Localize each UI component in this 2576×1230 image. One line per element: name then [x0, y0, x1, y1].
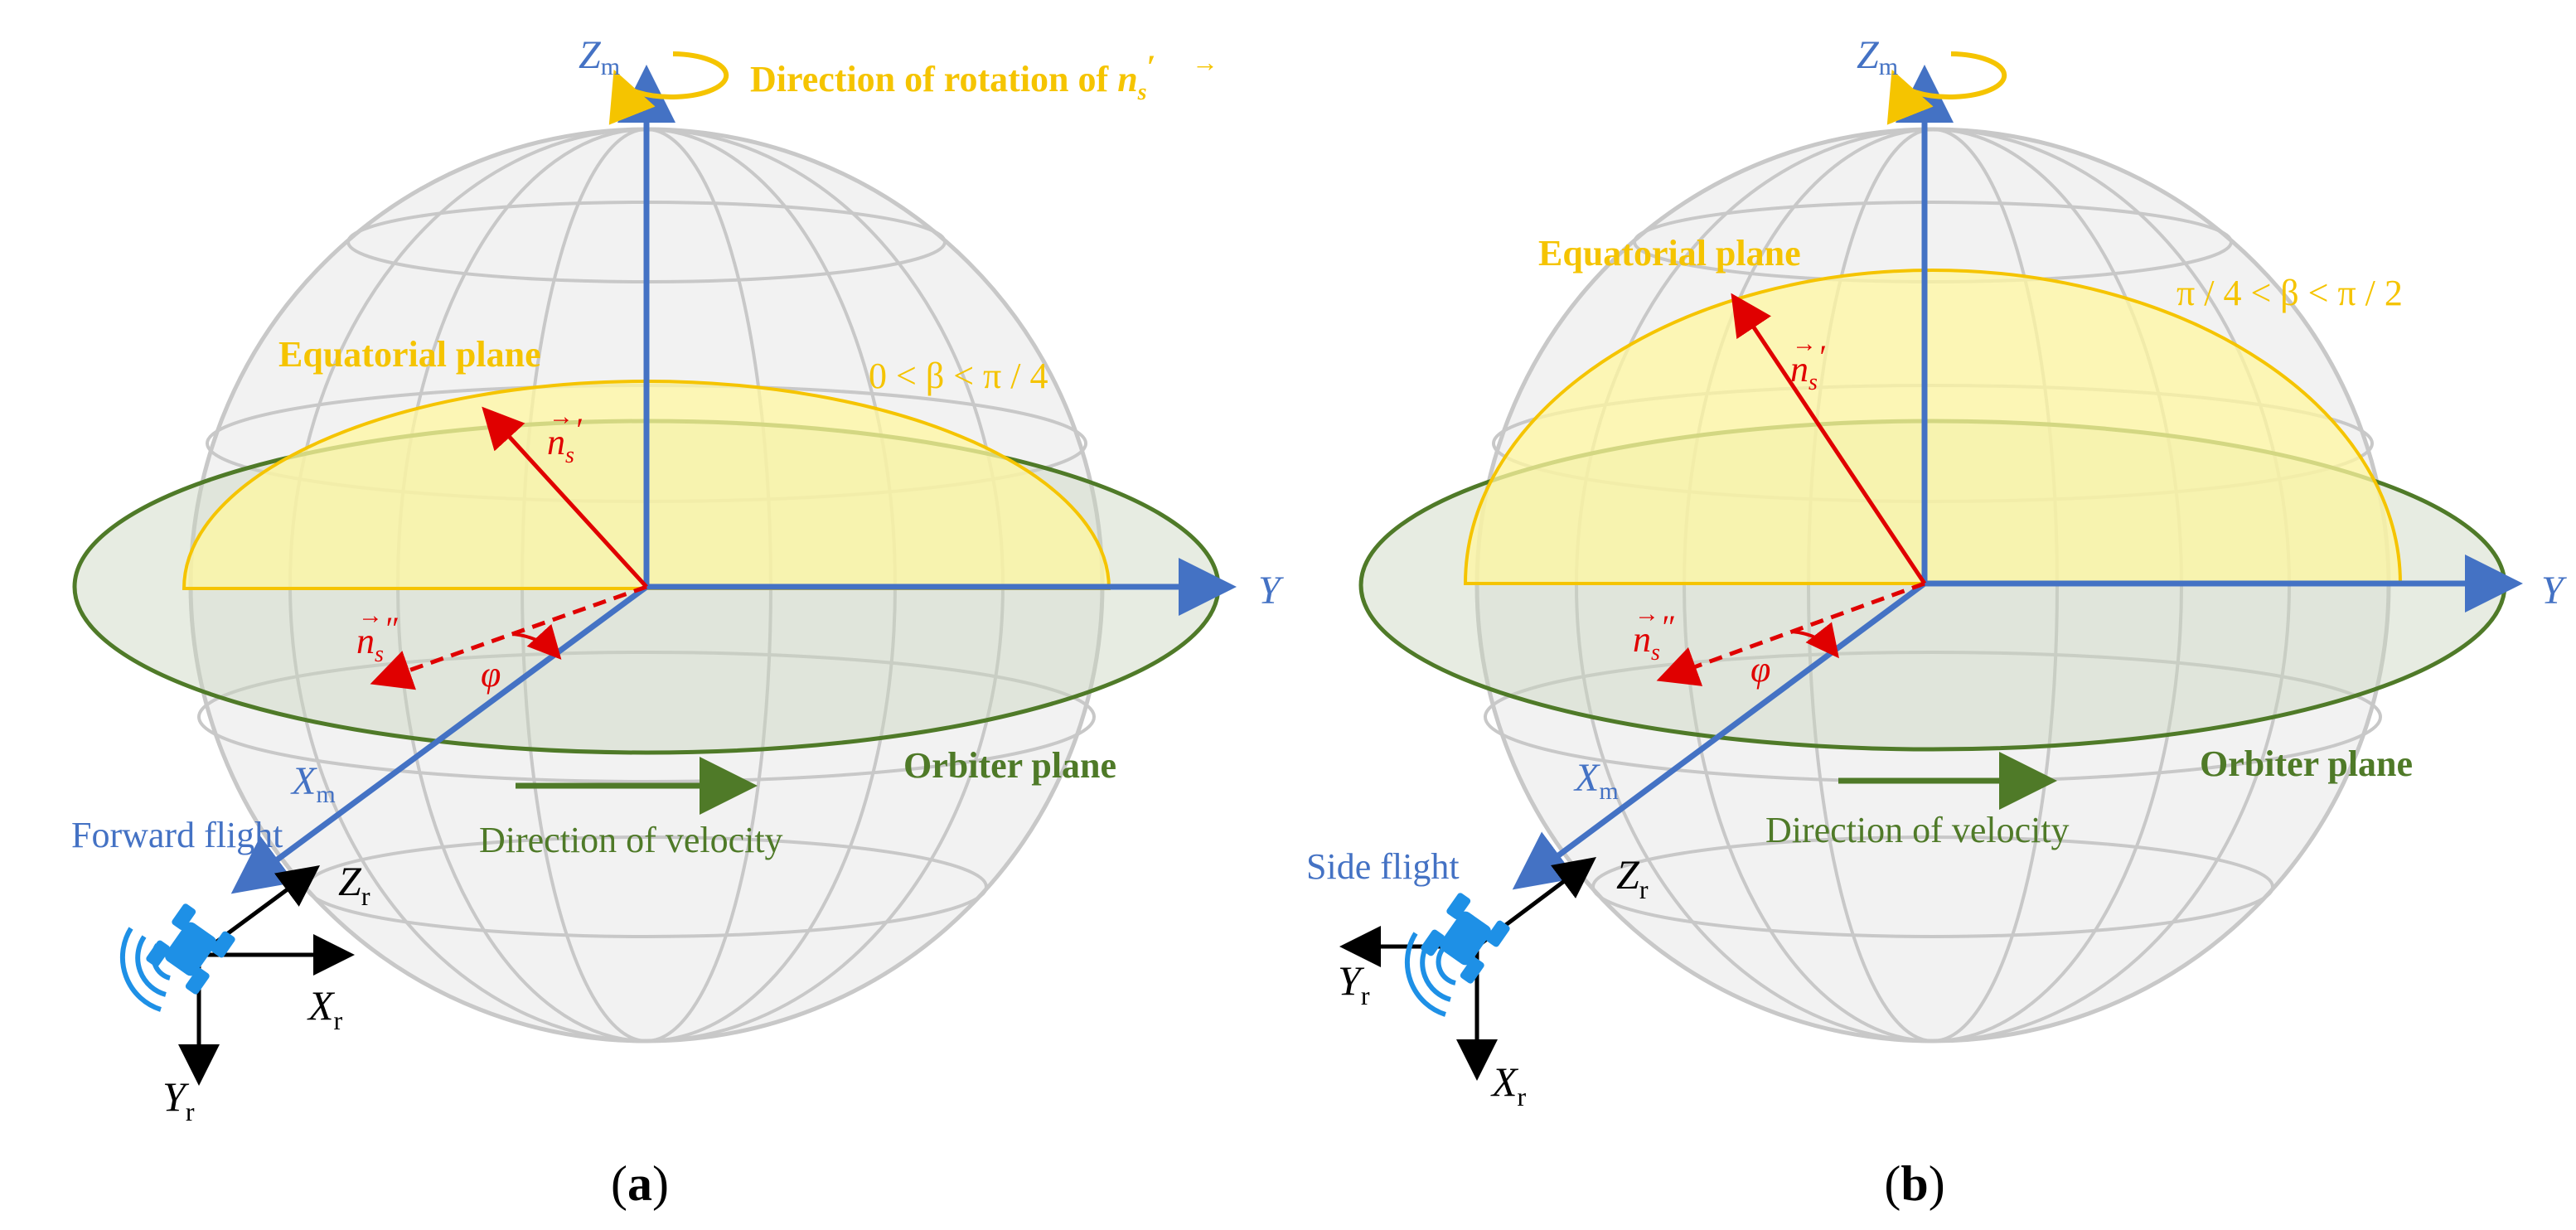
- z-axis-label: Zm: [1857, 33, 1898, 80]
- robot-axis-2: Xr: [307, 982, 343, 1035]
- n-prime-hat: →: [1792, 330, 1817, 357]
- n-double-prime-label: ns″: [1633, 608, 1675, 666]
- rotation-arrow: [609, 51, 729, 125]
- robot-axis-2: Yr: [1338, 957, 1370, 1010]
- robot-axis-3: Xr: [1490, 1058, 1527, 1111]
- flight-label: Side flight: [1306, 846, 1460, 887]
- phi-arc: [511, 623, 562, 660]
- n-double-prime-hat: →: [358, 602, 383, 629]
- n-prime-vector: [1731, 293, 1927, 585]
- n-double-prime-hat: →: [1634, 600, 1659, 627]
- robot-axis-3: Yr: [162, 1073, 195, 1126]
- x-axis-label: Xm: [290, 759, 336, 808]
- robot-icon: [146, 903, 235, 995]
- phi-label: φ: [1750, 649, 1770, 690]
- n-prime-hat: →: [549, 403, 574, 430]
- caption-b: (b): [1884, 1156, 1944, 1211]
- signal-icon: [119, 927, 171, 1012]
- phi-arc: [1791, 622, 1839, 659]
- x-axis: [230, 584, 649, 894]
- orbiter-label: Orbiter plane: [903, 745, 1116, 786]
- robot-icon: [1421, 893, 1510, 984]
- x-axis: [1512, 581, 1927, 890]
- flight-label: Forward flight: [71, 815, 283, 855]
- rotation-arrow: [1887, 51, 2007, 125]
- robot-axis-1: Zr: [1616, 851, 1649, 904]
- equatorial-label: Equatorial plane: [278, 334, 541, 375]
- velocity-label: Direction of velocity: [479, 820, 783, 860]
- beta-range: 0 < β < π / 4: [869, 356, 1048, 396]
- orbiter-label: Orbiter plane: [2200, 743, 2413, 784]
- panel-a: Zm Y Xm Direction of rotation of ns′ → E…: [71, 33, 1284, 1211]
- equatorial-plane: [1463, 269, 2403, 585]
- rotation-vec-hat: →: [1192, 47, 1218, 77]
- robot-axis-1: Zr: [338, 858, 370, 911]
- panel-b: Zm Y Xm Equatorial plane π / 4 < β < π /…: [1306, 33, 2567, 1211]
- beta-range: π / 4 < β < π / 2: [2177, 273, 2403, 313]
- n-prime-label: ns′: [1790, 338, 1826, 395]
- n-prime-vector: [482, 406, 648, 588]
- x-axis-label: Xm: [1573, 756, 1619, 805]
- signal-icon: [1404, 932, 1456, 1017]
- n-prime-label: ns′: [547, 411, 583, 468]
- caption-a: (a): [611, 1156, 669, 1211]
- velocity-label: Direction of velocity: [1765, 810, 2070, 850]
- y-axis-label: Y: [2541, 569, 2567, 613]
- phi-label: φ: [481, 654, 501, 695]
- y-axis-label: Y: [1258, 569, 1284, 613]
- z-axis-label: Zm: [579, 33, 620, 80]
- n-double-prime-label: ns″: [356, 610, 399, 667]
- equatorial-label: Equatorial plane: [1538, 233, 1801, 274]
- rotation-label: Direction of rotation of ns′: [750, 48, 1156, 105]
